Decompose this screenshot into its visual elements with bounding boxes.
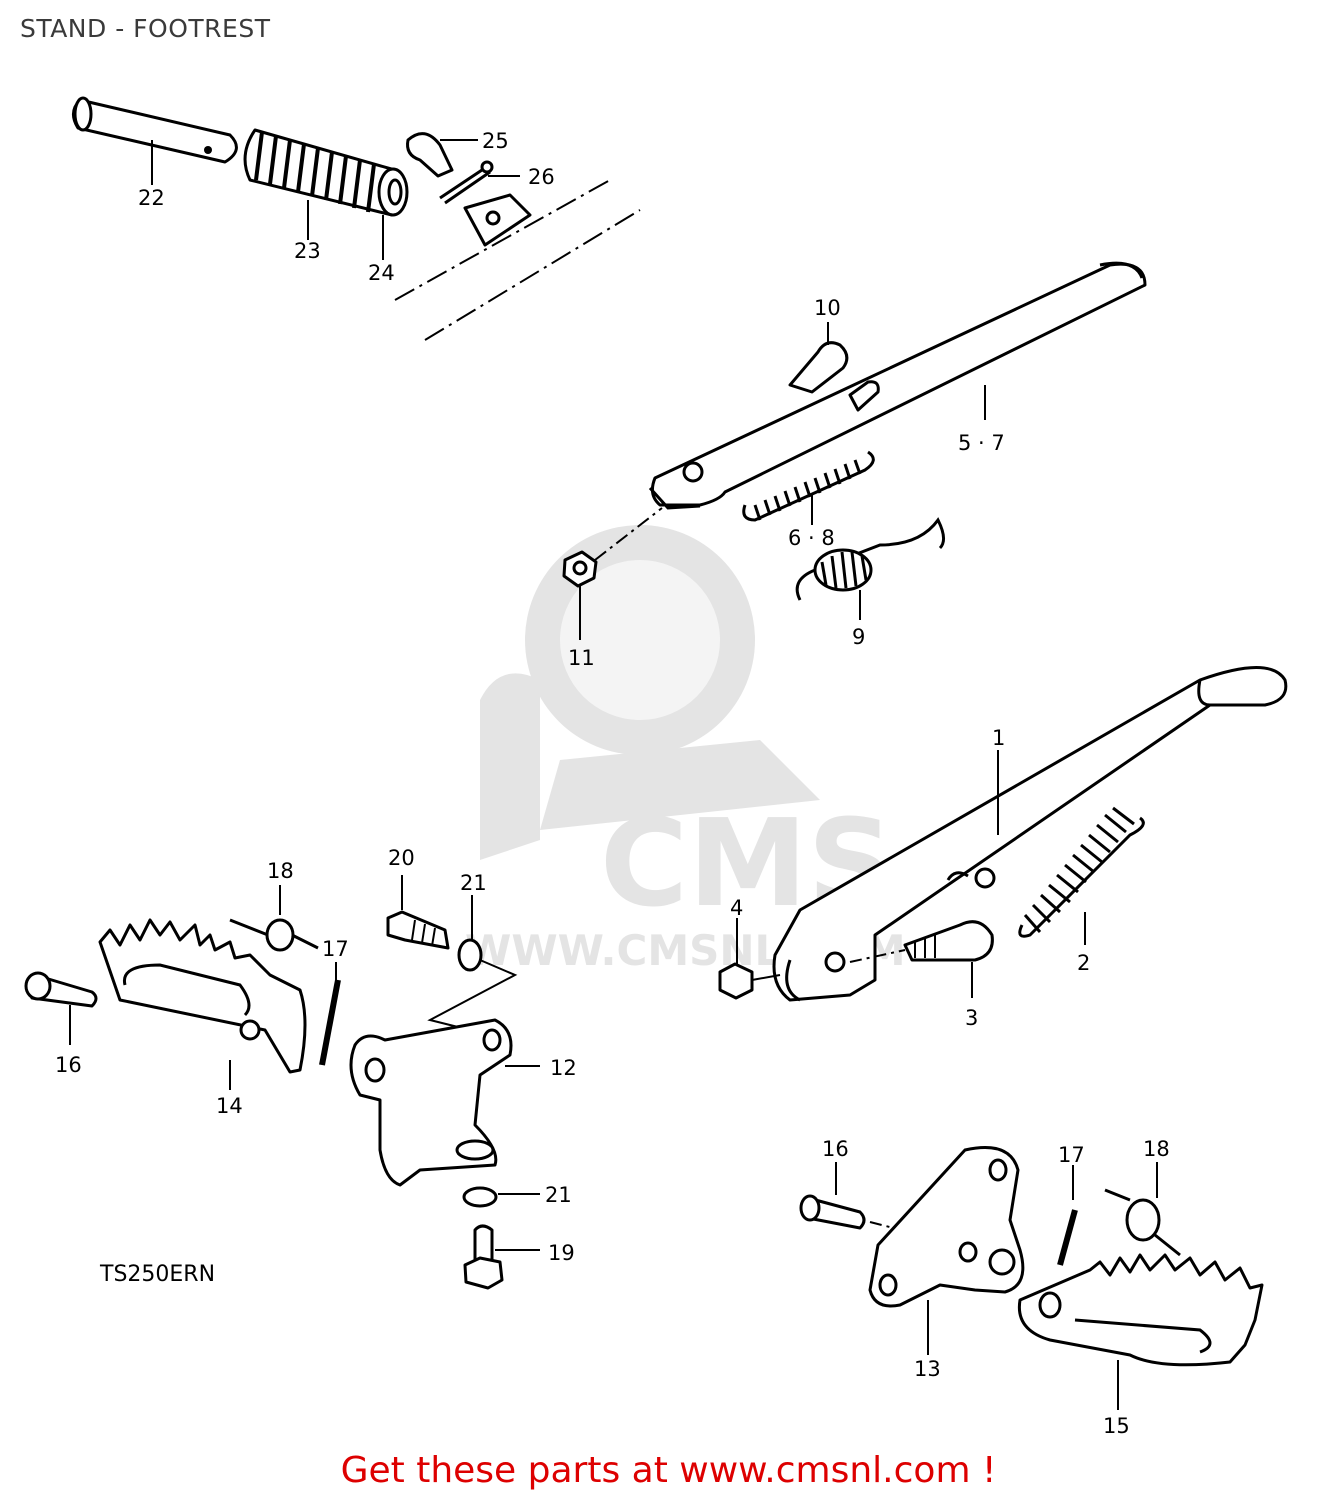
callout-16-right: 16 (822, 1137, 849, 1161)
left-footrest-group (24, 875, 540, 1290)
watermark-mascot-body (540, 740, 820, 830)
callout-22: 22 (138, 186, 165, 210)
main-stand-bar (772, 666, 1288, 1002)
bracket-hole (485, 210, 501, 226)
side-stand-group (562, 261, 1147, 640)
callout-2: 2 (1077, 951, 1090, 975)
callout-1: 1 (992, 726, 1005, 750)
footrest-rubber (243, 128, 404, 217)
cotter-pin (439, 166, 491, 205)
callout-21-upper: 21 (460, 871, 487, 895)
callout-25: 25 (482, 129, 509, 153)
right-footrest (1017, 1253, 1264, 1367)
spring-hook (848, 380, 880, 412)
watermark-mascot-arm (480, 673, 540, 860)
callout-20: 20 (388, 846, 415, 870)
callout-5-7: 5 · 7 (958, 431, 1005, 455)
callout-19: 19 (548, 1241, 575, 1265)
callout-10: 10 (814, 296, 841, 320)
bracket-bolt-lower (473, 1224, 494, 1262)
footrest-split-pin (319, 979, 341, 1066)
footrest-rubber-group (72, 96, 641, 341)
callout-4: 4 (730, 896, 743, 920)
clevis-pin (406, 132, 454, 178)
guide-line (424, 209, 641, 341)
callout-9: 9 (852, 625, 865, 649)
callout-18-left: 18 (267, 859, 294, 883)
main-stand-group (718, 666, 1288, 1002)
main-stand-bolt (903, 920, 994, 962)
main-stand-nut (718, 962, 754, 1000)
callout-21-lower: 21 (545, 1183, 572, 1207)
footer-banner: Get these parts at www.cmsnl.com ! (0, 1450, 1337, 1491)
callout-3: 3 (965, 1006, 978, 1030)
footrest-bracket-right (868, 1146, 1025, 1308)
footrest-pin (72, 98, 238, 164)
callout-18-right: 18 (1143, 1137, 1170, 1161)
footrest-split-pin-right (1057, 1209, 1078, 1266)
footrest-pivot-pin-right (806, 1196, 866, 1230)
footer-link[interactable]: Get these parts at www.cmsnl.com ! (340, 1450, 997, 1491)
bracket-bolt (386, 910, 450, 950)
footrest-spring (265, 918, 295, 952)
lock-washer (457, 938, 483, 972)
callout-26: 26 (528, 165, 555, 189)
callout-17-left: 17 (322, 937, 349, 961)
callout-13: 13 (914, 1357, 941, 1381)
footrest-hole (239, 1019, 261, 1041)
watermark-mascot-face (560, 560, 720, 720)
washer-hole (387, 178, 403, 206)
left-footrest (98, 918, 307, 1074)
callout-labels: 22 23 24 25 26 10 5 · 7 6 · 8 9 11 1 4 2… (55, 129, 1170, 1438)
stand-bolt (788, 341, 849, 394)
pin-hole (204, 146, 212, 154)
main-stand-pivot (824, 951, 846, 973)
callout-16-left: 16 (55, 1053, 82, 1077)
callout-24: 24 (368, 261, 395, 285)
callout-12: 12 (550, 1056, 577, 1080)
callout-6-8: 6 · 8 (788, 526, 835, 550)
callout-14: 14 (216, 1094, 243, 1118)
callout-15: 15 (1103, 1414, 1130, 1438)
guide-line (394, 179, 611, 301)
stand-pin (974, 867, 996, 889)
lock-washer-lower (462, 1186, 498, 1208)
pivot-hole (682, 461, 704, 483)
main-stand-spring (1018, 816, 1145, 938)
model-code: TS250ERN (100, 1262, 216, 1287)
page-title: STAND - FOOTREST (20, 14, 271, 43)
footrest-spring-right (1125, 1198, 1161, 1242)
cotter-pin-eye (480, 160, 494, 174)
return-spring (795, 517, 945, 601)
footrest-pin-head (73, 96, 93, 132)
right-footrest-group (799, 1146, 1264, 1410)
callout-23: 23 (294, 239, 321, 263)
callout-11: 11 (568, 646, 595, 670)
callout-17-right: 17 (1058, 1143, 1085, 1167)
side-stand-bar (650, 262, 1147, 507)
